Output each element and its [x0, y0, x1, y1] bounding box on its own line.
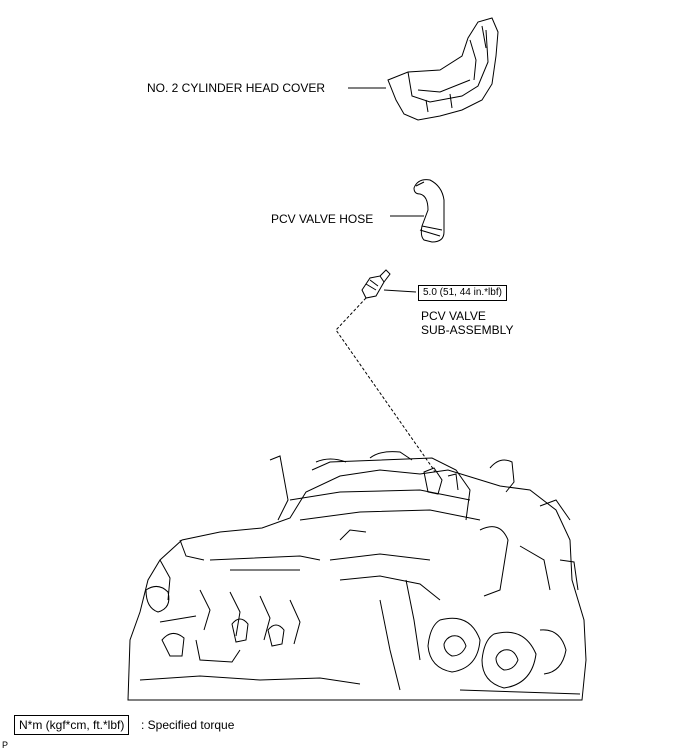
legend-description: : Specified torque	[141, 718, 235, 732]
cylinder-head-cover-drawing	[387, 17, 499, 121]
legend-torque-unit-box: N*m (kgf*cm, ft.*lbf)	[14, 715, 130, 735]
engine-drawing	[127, 451, 587, 701]
pcv-valve-hose-label: PCV VALVE HOSE	[271, 212, 374, 226]
corner-mark: P	[2, 740, 9, 750]
pcv-valve-hose-drawing	[413, 179, 445, 243]
pcv-valve-drawing	[361, 269, 391, 299]
cylinder-head-cover-label: NO. 2 CYLINDER HEAD COVER	[147, 81, 326, 95]
torque-spec-box: 5.0 (51, 44 in.*lbf)	[418, 285, 507, 301]
pcv-valve-label-line2: SUB-ASSEMBLY	[421, 323, 514, 337]
pcv-valve-label-line1: PCV VALVE	[421, 309, 486, 323]
